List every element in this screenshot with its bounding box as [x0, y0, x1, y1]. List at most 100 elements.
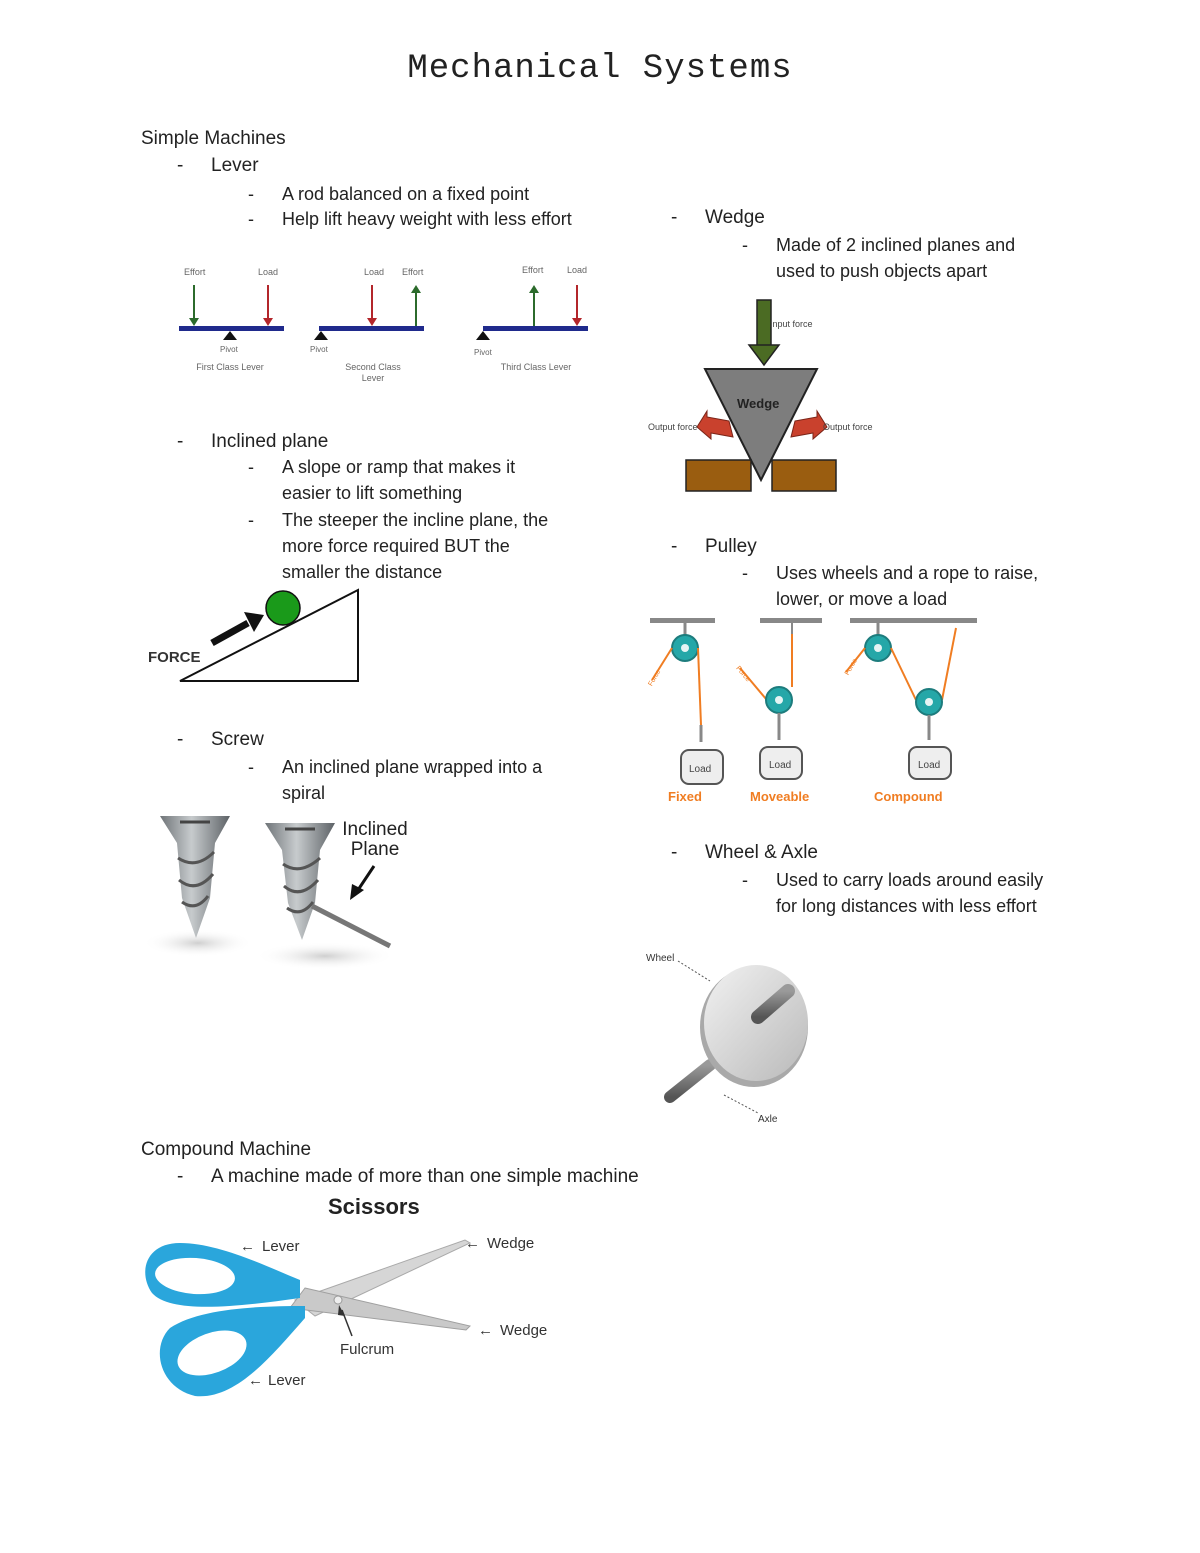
- axle-rod-back: [751, 984, 795, 1024]
- input-force-label: Input force: [770, 319, 813, 329]
- pulley-point-1: -Uses wheels and a rope to raise, lower,…: [742, 563, 1039, 609]
- wheel-axle-point-1: -Used to carry loads around easily for l…: [742, 870, 1044, 916]
- block-right: [771, 459, 837, 492]
- first-effort-label: Effort: [184, 267, 206, 277]
- first-pivot: [223, 331, 237, 340]
- load-label: Load: [769, 760, 791, 771]
- screw-diagram: Inclined Plane: [143, 816, 408, 970]
- section-heading-simple-machines: Simple Machines: [141, 128, 286, 149]
- force-label: Force: [647, 668, 662, 687]
- load-box: [908, 746, 952, 780]
- axle-pointer: [723, 1094, 759, 1114]
- list-item-wheel-axle: -Wheel & Axle: [671, 842, 818, 863]
- third-pivot: [476, 331, 490, 340]
- second-class-lever: Load Effort Pivot Second Class Lever: [310, 267, 424, 383]
- list-item-lever: -Lever: [177, 155, 259, 176]
- screw-point-1: -An inclined plane wrapped into a spiral: [248, 757, 543, 803]
- force-label: FORCE: [148, 649, 201, 666]
- output-arrow-left: [696, 409, 734, 441]
- screw-shadow-right: [255, 942, 395, 970]
- output-arrow-right: [790, 409, 828, 441]
- rope: [651, 647, 673, 681]
- second-effort-arrowhead: [411, 285, 421, 293]
- fixed-label: Fixed: [668, 789, 702, 804]
- third-load-arrowhead: [572, 318, 582, 326]
- screw-right: [265, 823, 392, 949]
- wedge-bottom-arrow: ←: [478, 1322, 493, 1339]
- first-load-arrowhead: [263, 318, 273, 326]
- second-load-arrowhead: [367, 318, 377, 326]
- inclined-plane-diagram: FORCE: [148, 588, 359, 682]
- fulcrum-pivot: [333, 1295, 343, 1305]
- screw-shadow-left: [143, 929, 253, 957]
- pulley-compound: Load Force Compound: [844, 618, 977, 804]
- wheel-pointer: [677, 960, 711, 982]
- first-effort-arrowhead: [189, 318, 199, 326]
- rope: [845, 647, 866, 673]
- wedge-top-label: Wedge: [487, 1235, 534, 1252]
- load-label: Load: [689, 764, 711, 775]
- second-effort-label: Effort: [402, 267, 424, 277]
- blade-bottom: [289, 1287, 471, 1331]
- wedge-triangle: [703, 368, 819, 483]
- load-box: [680, 749, 724, 785]
- third-effort-arrowhead: [529, 285, 539, 293]
- fulcrum-label: Fulcrum: [340, 1341, 394, 1358]
- ramp: [179, 588, 359, 682]
- first-pivot-label: Pivot: [220, 345, 239, 354]
- load-box: [759, 746, 803, 780]
- list-item-screw: -Screw: [177, 729, 264, 750]
- axle-label: Axle: [758, 1114, 778, 1125]
- lever-label: Lever: [211, 155, 259, 176]
- pulley-fixed: Load Force Fixed: [647, 618, 724, 804]
- scissors-diagram: Scissors ← Lever ← Wedge ← Wedge Fulcrum…: [145, 1194, 547, 1397]
- inclined-plane-point-2: -The steeper the incline plane, the more…: [248, 510, 549, 582]
- section-heading-compound-machine: Compound Machine: [141, 1139, 312, 1160]
- first-load-label: Load: [258, 267, 278, 277]
- output-force-right-label: Output force: [823, 422, 873, 432]
- first-class-lever: Effort Load Pivot First Class Lever: [179, 267, 284, 372]
- inclined-plane-label: Inclined Plane: [342, 820, 408, 860]
- lever-diagram: Effort Load Pivot First Class Lever Load…: [179, 265, 588, 383]
- lever-point-1: -A rod balanced on a fixed point: [248, 184, 530, 204]
- output-force-left-label: Output force: [648, 422, 698, 432]
- list-item-inclined-plane: -Inclined plane: [177, 431, 329, 452]
- input-force-shaft: [756, 299, 772, 349]
- third-caption: Third Class Lever: [500, 362, 572, 372]
- third-lever-bar: [483, 326, 588, 331]
- wedge-bottom-label: Wedge: [500, 1322, 547, 1339]
- force-arrow: [210, 619, 250, 647]
- second-pivot: [314, 331, 328, 340]
- load-label: Load: [918, 760, 940, 771]
- screw-pointer-arrow: [356, 865, 376, 891]
- second-lever-bar: [319, 326, 424, 331]
- wedge-top-arrow: ←: [465, 1235, 480, 1252]
- lever-bottom-label: Lever: [268, 1372, 306, 1389]
- wheel-label: Wheel: [646, 953, 674, 964]
- scissors-title: Scissors: [328, 1194, 420, 1219]
- first-lever-bar: [179, 326, 284, 331]
- lever-point-2: -Help lift heavy weight with less effort: [248, 209, 572, 229]
- list-item-wedge: -Wedge: [671, 207, 765, 228]
- third-load-label: Load: [567, 265, 587, 275]
- lever-top-label: Lever: [262, 1238, 300, 1255]
- pulley-moveable: Load Force Moveable: [734, 618, 822, 804]
- page-title: Mechanical Systems: [407, 50, 793, 88]
- screw-left: [160, 816, 230, 938]
- lever-top-arrow: ←: [240, 1238, 255, 1255]
- block-left: [685, 459, 752, 492]
- list-item-pulley: -Pulley: [671, 536, 757, 557]
- compound-label: Compound: [874, 789, 943, 804]
- first-caption: First Class Lever: [196, 362, 264, 372]
- wedge-center-label: Wedge: [737, 396, 779, 411]
- second-pivot-label: Pivot: [310, 345, 329, 354]
- wedge-point-1: -Made of 2 inclined planes and used to p…: [742, 235, 1016, 281]
- ball: [265, 590, 301, 626]
- second-caption: Second Class Lever: [345, 362, 401, 383]
- axle-rod-front: [664, 1059, 716, 1103]
- lever-bottom-arrow: ←: [248, 1372, 263, 1389]
- rope: [697, 647, 702, 726]
- force-label: Force: [734, 665, 751, 683]
- compound-point-1: -A machine made of more than one simple …: [177, 1166, 639, 1187]
- screw-pointer-arrowhead: [350, 884, 364, 900]
